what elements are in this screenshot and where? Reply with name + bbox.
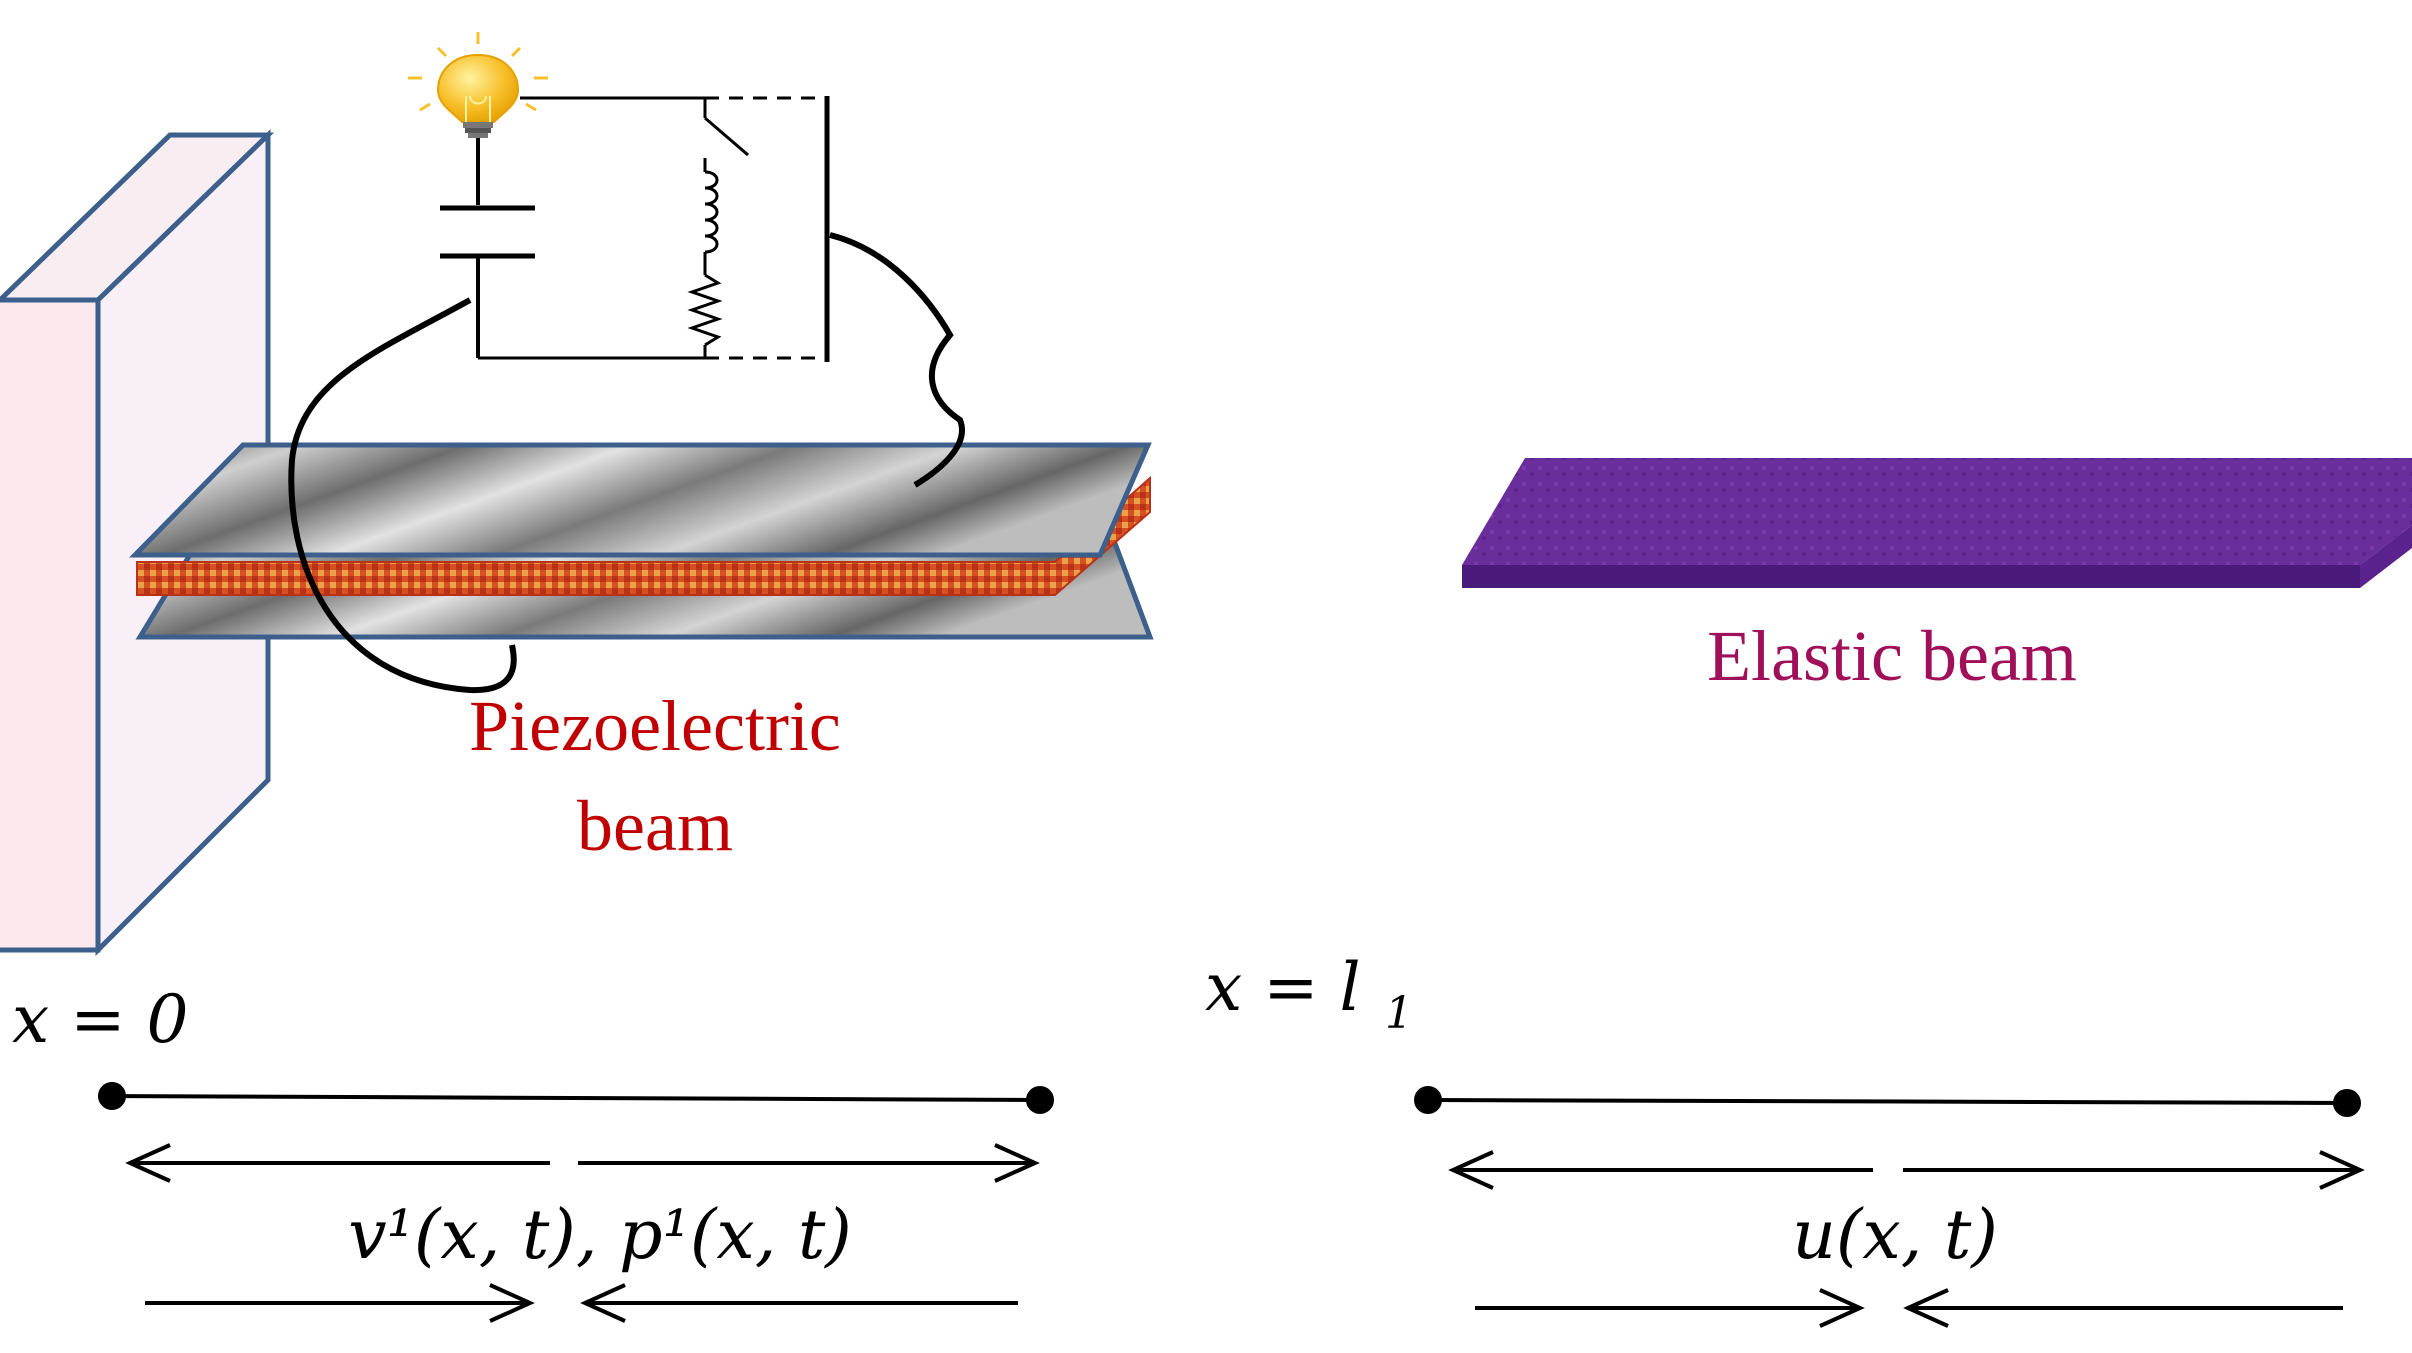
elastic-beam-end — [2360, 525, 2412, 588]
piezo-top-foil — [129, 442, 1152, 558]
piezo-label-line2: beam — [577, 786, 733, 866]
piezo-segment — [111, 1094, 1041, 1102]
elastic-right-node — [2333, 1089, 2361, 1117]
elastic-domain — [1414, 1086, 2365, 1328]
piezo-core-layer — [136, 475, 1151, 596]
inductor-icon — [704, 170, 719, 254]
piezo-left-node — [98, 1082, 126, 1110]
resistor-icon — [687, 273, 723, 347]
piezo-arrowhead-upper-right — [994, 1143, 1040, 1183]
piezo-arrowhead-upper-left — [125, 1143, 171, 1183]
x-l1-label: x = l — [1205, 949, 1361, 1026]
piezo-right-node — [1026, 1086, 1054, 1114]
piezo-arrowhead-lower-right — [580, 1283, 626, 1323]
elastic-field-label: u(x, t) — [1792, 1196, 1998, 1275]
x-zero-label: x = 0 — [12, 981, 188, 1058]
elastic-arrowhead-lower-right — [1903, 1288, 1949, 1328]
elastic-arrowhead-upper-right — [2319, 1150, 2365, 1190]
elastic-arrowhead-upper-left — [1448, 1150, 1494, 1190]
light-bulb-icon — [408, 32, 548, 138]
piezo-arrowhead-lower-left — [489, 1283, 535, 1323]
elastic-beam — [1462, 458, 2412, 588]
elastic-beam-side — [1462, 565, 2360, 588]
harvesting-circuit — [288, 96, 965, 694]
piezoelectric-beam — [129, 442, 1154, 640]
piezo-label-line1: Piezoelectric — [469, 686, 841, 766]
elastic-beam-top — [1462, 458, 2412, 565]
cable-bottom-electrode — [288, 297, 517, 694]
elastic-left-node — [1414, 1086, 1442, 1114]
wall-front-face — [0, 297, 101, 953]
elastic-label: Elastic beam — [1707, 616, 2077, 696]
cable-top-electrode — [829, 232, 965, 488]
x-l1-subscript: 1 — [1385, 988, 1413, 1039]
piezo-domain — [98, 1082, 1054, 1323]
elastic-segment — [1427, 1098, 2348, 1105]
elastic-arrowhead-lower-left — [1819, 1288, 1865, 1328]
switch-icon — [704, 116, 749, 157]
piezo-field-label: v¹(x, t), p¹(x, t) — [348, 1196, 852, 1275]
